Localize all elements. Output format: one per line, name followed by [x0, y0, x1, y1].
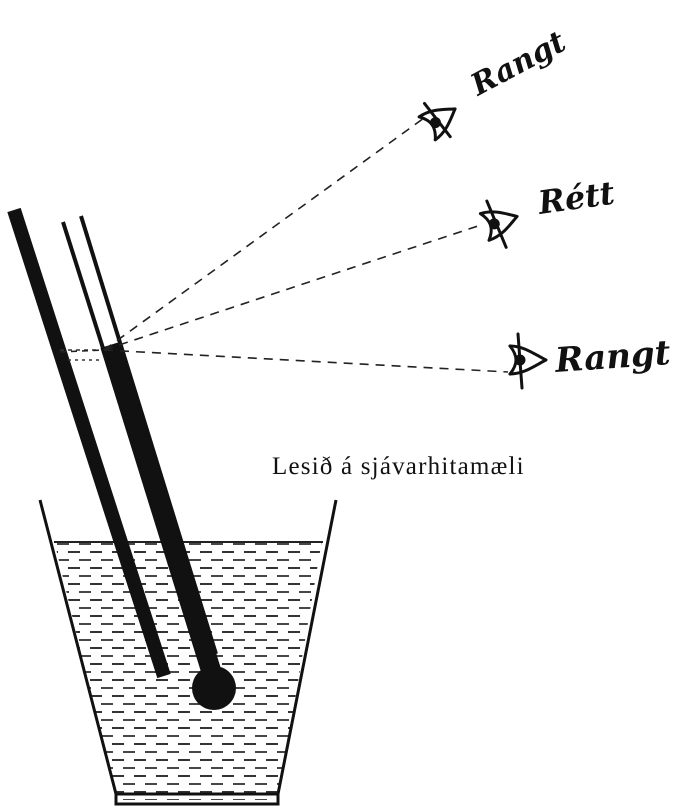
sight-line-bottom — [103, 349, 509, 373]
thermometer-case-rod — [7, 207, 171, 679]
eye-bottom-icon — [508, 332, 548, 390]
eye-middle-icon — [478, 199, 519, 249]
label-bottom-rangt: Rangt — [553, 333, 672, 381]
sight-lines — [59, 117, 509, 373]
label-top-rangt: Rangt — [464, 24, 571, 103]
sight-line-top — [103, 117, 425, 351]
diagram-caption: Lesið á sjávarhitamæli — [272, 453, 525, 480]
label-middle-rett: Rétt — [535, 174, 617, 222]
water-container — [38, 499, 338, 806]
sight-line-middle — [103, 225, 479, 351]
mercury-column — [100, 342, 224, 683]
reading-level-marks — [60, 349, 100, 361]
eye-top-icon — [417, 101, 457, 142]
thermometer-bulb — [192, 666, 236, 710]
